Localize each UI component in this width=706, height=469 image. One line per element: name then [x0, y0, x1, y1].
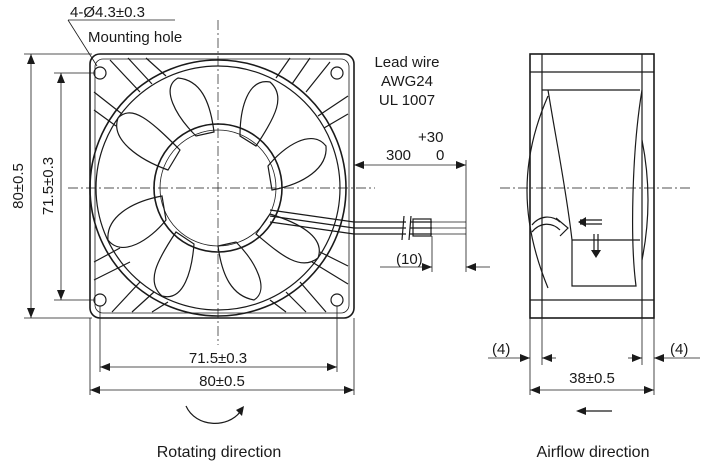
flange-left-label: (4)	[492, 341, 510, 358]
wire-standard-label: UL 1007	[379, 92, 435, 109]
fan-side-view	[500, 53, 690, 319]
strip-length-label: (10)	[396, 251, 423, 268]
wire-length-label: 300	[386, 147, 411, 164]
mounting-hole-bl	[93, 293, 107, 307]
fan-frame-outline	[89, 53, 355, 319]
rotating-direction-arrow	[185, 405, 244, 424]
frame-ribs	[93, 57, 349, 313]
fan-blade	[239, 81, 279, 147]
width-holes-label: 71.5±0.3	[189, 350, 247, 367]
height-holes-label: 71.5±0.3	[40, 157, 57, 215]
airflow-direction-label: Airflow direction	[537, 444, 650, 461]
fan-blade	[267, 138, 327, 191]
fan-blade	[255, 213, 320, 264]
mounting-hole-tl	[93, 66, 107, 80]
wire-gauge-label: AWG24	[381, 73, 433, 90]
fan-front-view	[68, 20, 375, 345]
lead-wire-label: Lead wire	[374, 54, 439, 71]
fan-blades	[107, 77, 327, 301]
mounting-hole-tr	[330, 66, 344, 80]
airflow-direction-arrow	[576, 407, 612, 415]
fan-blade	[153, 231, 195, 298]
fan-blade	[217, 241, 262, 301]
mounting-spec-label: 4-Ø4.3±0.3	[70, 4, 145, 21]
mounting-hole-leader	[67, 19, 175, 67]
fan-frame-inner	[94, 58, 350, 314]
dimension-lines	[24, 53, 700, 395]
mounting-hole-label: Mounting hole	[88, 29, 182, 46]
side-outline	[529, 53, 655, 319]
fan-blade	[169, 77, 215, 137]
lead-wire-bundle	[269, 209, 355, 235]
wire-tolerance-plus: +30	[418, 129, 443, 146]
height-outer-label: 80±0.5	[10, 163, 27, 209]
mounting-hole-br	[330, 293, 344, 307]
flange-right-label: (4)	[670, 341, 688, 358]
lead-wire	[354, 215, 466, 241]
depth-label: 38±0.5	[569, 370, 615, 387]
wire-tolerance-zero: 0	[436, 147, 444, 164]
rotating-direction-label: Rotating direction	[157, 444, 282, 461]
fan-blade	[107, 195, 167, 248]
width-outer-label: 80±0.5	[199, 373, 245, 390]
fan-blade	[116, 112, 181, 171]
